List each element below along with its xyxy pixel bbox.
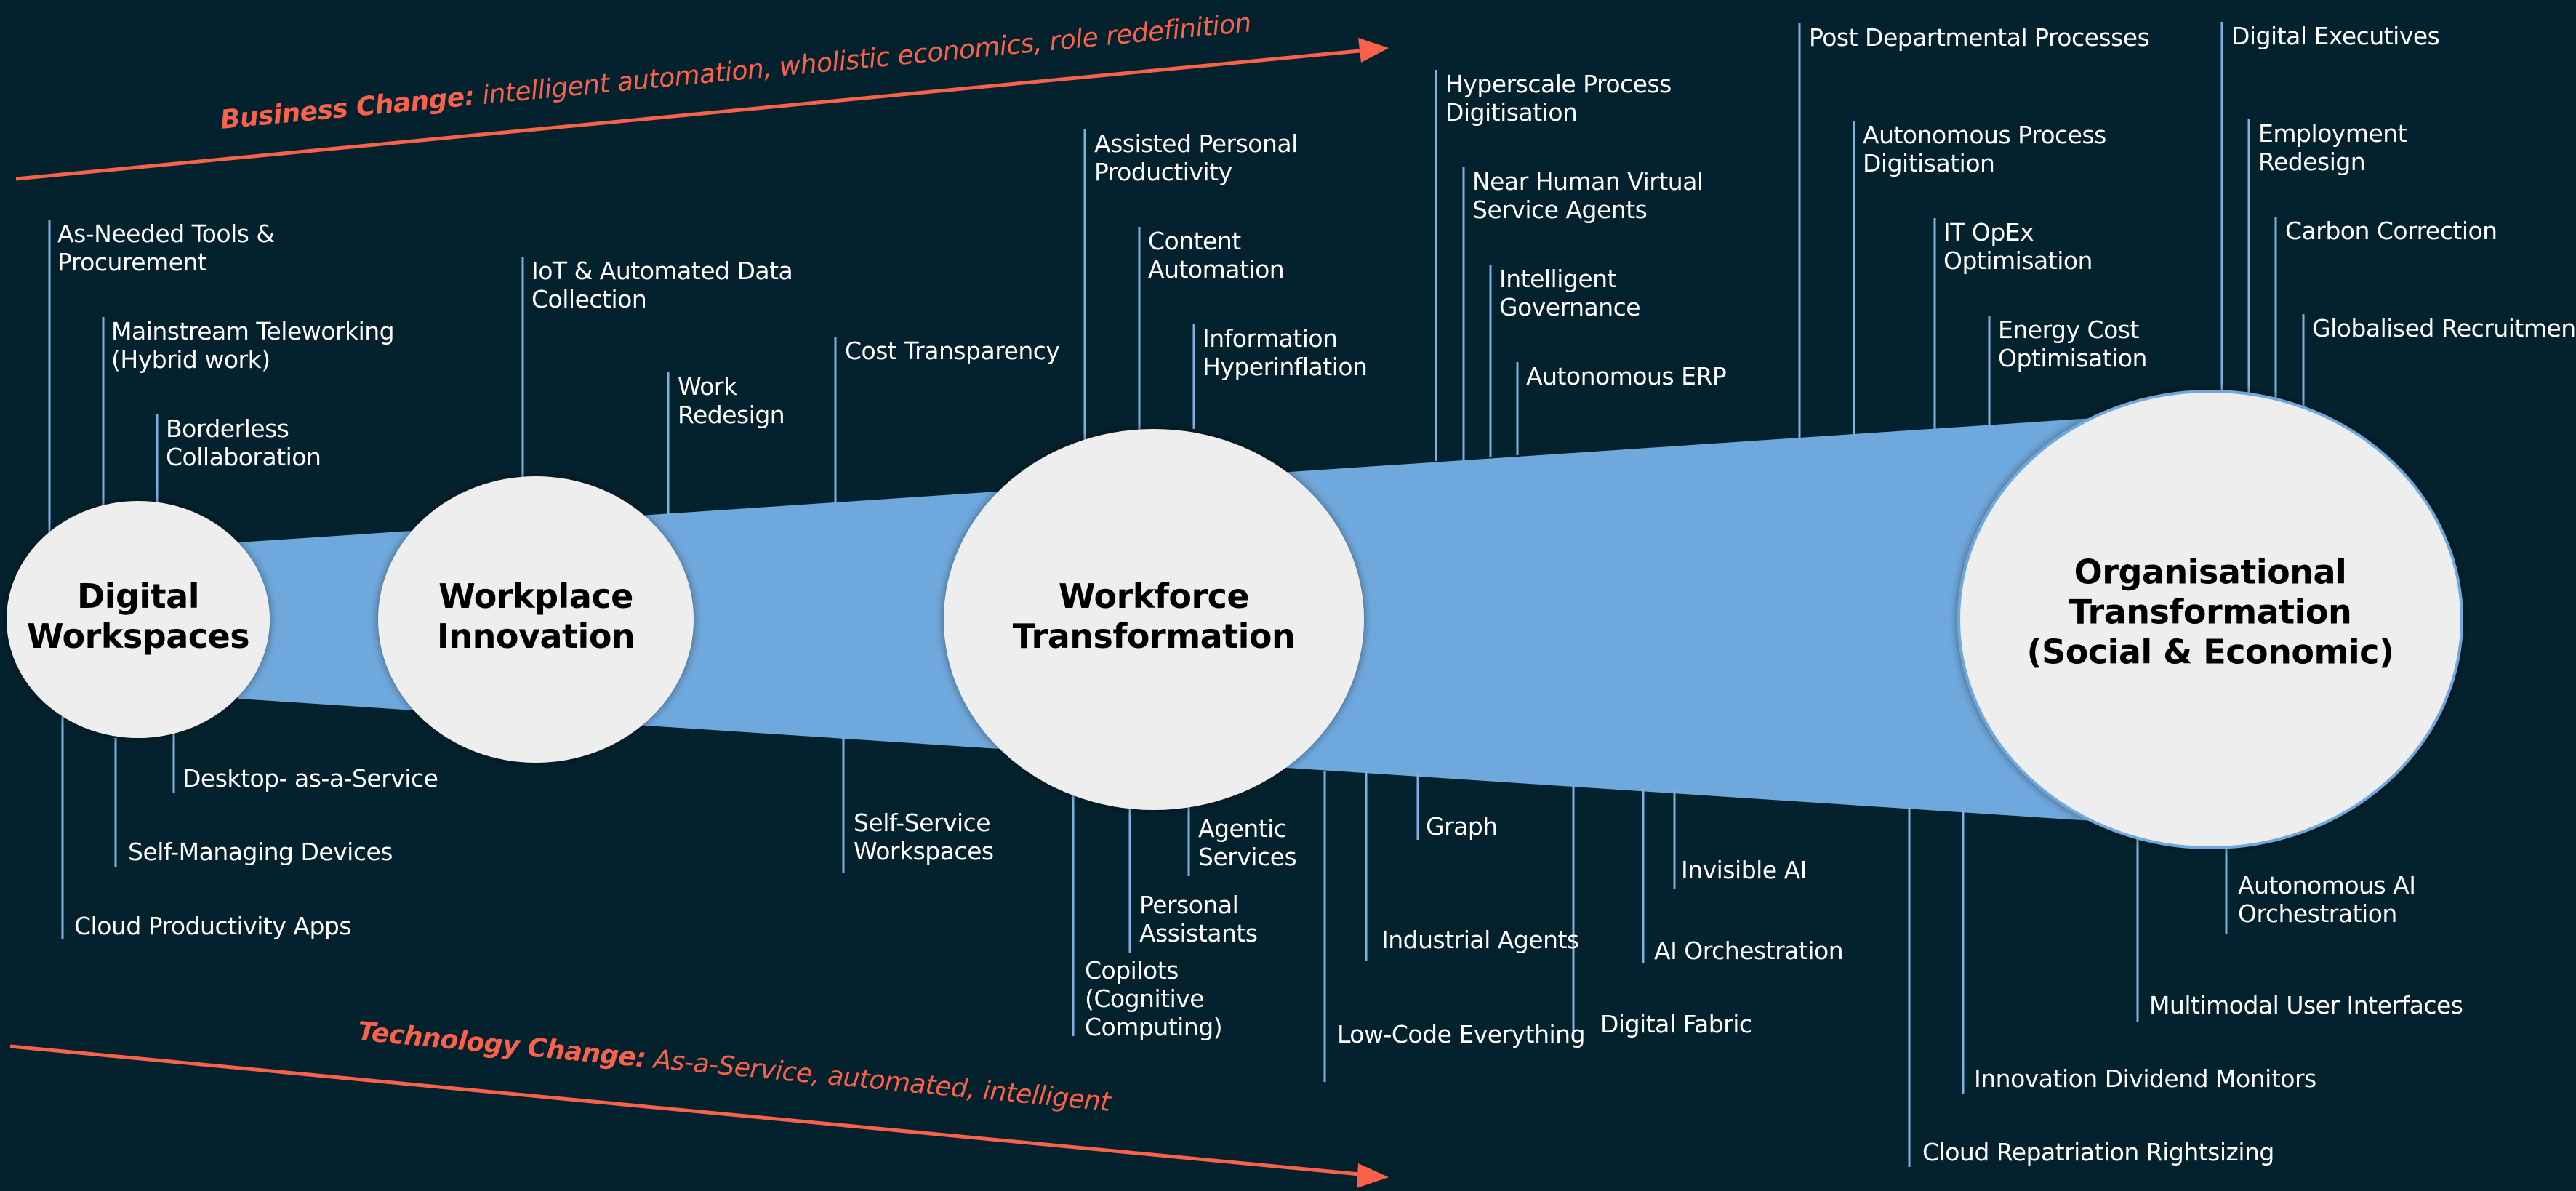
roadmap-item: Agentic Services	[1198, 814, 1297, 871]
technology-change-arrow-line	[9, 1044, 1360, 1176]
roadmap-item: Near Human Virtual Service Agents	[1472, 167, 1704, 224]
roadmap-item: IoT & Automated Data Collection	[531, 257, 793, 313]
roadmap-item: Digital Executives	[2231, 22, 2440, 50]
roadmap-item: Post Departmental Processes	[1809, 23, 2150, 52]
roadmap-item: IT OpEx Optimisation	[1943, 218, 2093, 275]
roadmap-item: Autonomous ERP	[1526, 362, 1727, 390]
roadmap-item: Self-Service Workspaces	[854, 809, 994, 865]
roadmap-item: Cost Transparency	[845, 337, 1060, 365]
roadmap-item: Energy Cost Optimisation	[1998, 316, 2147, 372]
stage-title-workplace-innovation: Workplace Innovation	[436, 577, 635, 656]
roadmap-item: Multimodal User Interfaces	[2149, 991, 2463, 1019]
stage-title-workforce-transformation: Workforce Transformation	[1012, 577, 1296, 656]
technology-change-arrowhead	[1357, 1163, 1389, 1188]
roadmap-item: Carbon Correction	[2285, 217, 2497, 245]
roadmap-item: Digital Fabric	[1600, 1010, 1752, 1038]
stage-ellipse-digital-workspaces	[7, 501, 270, 738]
business-change-arrowhead	[1358, 38, 1389, 63]
stage-title-organisational-transformation: Organisational Transformation (Social & …	[2026, 552, 2394, 672]
roadmap-item: Invisible AI	[1681, 856, 1807, 884]
business-change-arrow-line	[15, 49, 1360, 181]
roadmap-item: Globalised Recruitment	[2312, 314, 2576, 342]
roadmap-item: Assisted Personal Productivity	[1094, 129, 1298, 186]
roadmap-item: Intelligent Governance	[1499, 265, 1641, 321]
roadmap-item: Employment Redesign	[2258, 119, 2407, 176]
roadmap-item: Desktop- as-a-Service	[182, 764, 438, 793]
stage-title-digital-workspaces: Digital Workspaces	[26, 577, 250, 656]
roadmap-item: Copilots (Cognitive Computing)	[1085, 956, 1223, 1041]
roadmap-item: Work Redesign	[678, 372, 785, 429]
roadmap-item: Innovation Dividend Monitors	[1974, 1064, 2316, 1093]
roadmap-item: Content Automation	[1148, 227, 1285, 284]
roadmap-item: Low-Code Everything	[1337, 1020, 1586, 1048]
roadmap-item: Graph	[1426, 812, 1498, 841]
stage-ellipse-organisational-transformation	[1957, 390, 2463, 849]
roadmap-item: AI Orchestration	[1654, 937, 1844, 965]
roadmap-item: Cloud Productivity Apps	[74, 912, 352, 940]
stage-ellipse-workforce-transformation	[944, 429, 1364, 810]
roadmap-item: Information Hyperinflation	[1203, 324, 1368, 381]
roadmap-item: Autonomous Process Digitisation	[1863, 121, 2106, 177]
stage-ellipse-workplace-innovation	[378, 476, 694, 763]
roadmap-item: Cloud Repatriation Rightsizing	[1922, 1138, 2274, 1166]
roadmap-item: Industrial Agents	[1381, 926, 1579, 954]
roadmap-item: As-Needed Tools & Procurement	[57, 220, 275, 276]
roadmap-item: Self-Managing Devices	[128, 838, 393, 866]
roadmap-item: Mainstream Teleworking (Hybrid work)	[111, 317, 395, 374]
roadmap-item: Borderless Collaboration	[166, 414, 321, 471]
roadmap-item: Hyperscale Process Digitisation	[1445, 70, 1672, 127]
roadmap-item: Personal Assistants	[1139, 891, 1258, 947]
roadmap-item: Autonomous AI Orchestration	[2238, 871, 2416, 928]
